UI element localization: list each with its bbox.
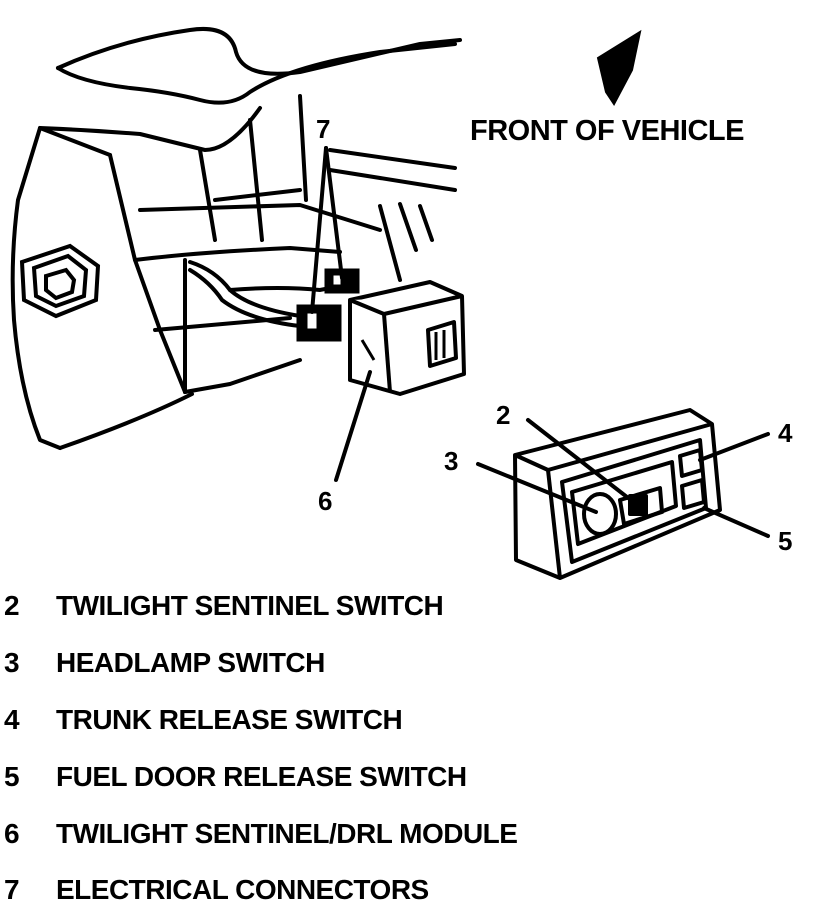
drl-module-drawing xyxy=(348,280,466,396)
callout-3: 3 xyxy=(444,446,458,476)
callout-4: 4 xyxy=(778,418,793,448)
legend-text: HEADLAMP SWITCH xyxy=(56,647,325,678)
legend-text: TWILIGHT SENTINEL SWITCH xyxy=(56,590,444,621)
callout-2: 2 xyxy=(496,400,510,430)
legend-text: TWILIGHT SENTINEL/DRL MODULE xyxy=(56,818,518,849)
electrical-connectors xyxy=(296,268,360,342)
callout-7: 7 xyxy=(316,114,330,144)
callout-6: 6 xyxy=(318,486,332,516)
leader-lines xyxy=(310,146,770,538)
legend-text: TRUNK RELEASE SWITCH xyxy=(56,704,403,735)
legend-number: 5 xyxy=(4,761,20,792)
instrument-panel-drawing xyxy=(10,27,462,450)
callout-5: 5 xyxy=(778,526,792,556)
legend-number: 6 xyxy=(4,818,20,849)
legend-number: 4 xyxy=(4,704,20,735)
side-vent xyxy=(19,243,101,319)
legend-number: 7 xyxy=(4,874,20,905)
legend-number: 3 xyxy=(4,647,20,678)
legend-text: FUEL DOOR RELEASE SWITCH xyxy=(56,761,467,792)
legend-text: ELECTRICAL CONNECTORS xyxy=(56,874,429,905)
direction-arrow-icon xyxy=(596,29,642,106)
wiring-harness xyxy=(188,260,342,328)
front-of-vehicle-label: FRONT OF VEHICLE xyxy=(470,115,744,147)
legend-number: 2 xyxy=(4,590,20,621)
